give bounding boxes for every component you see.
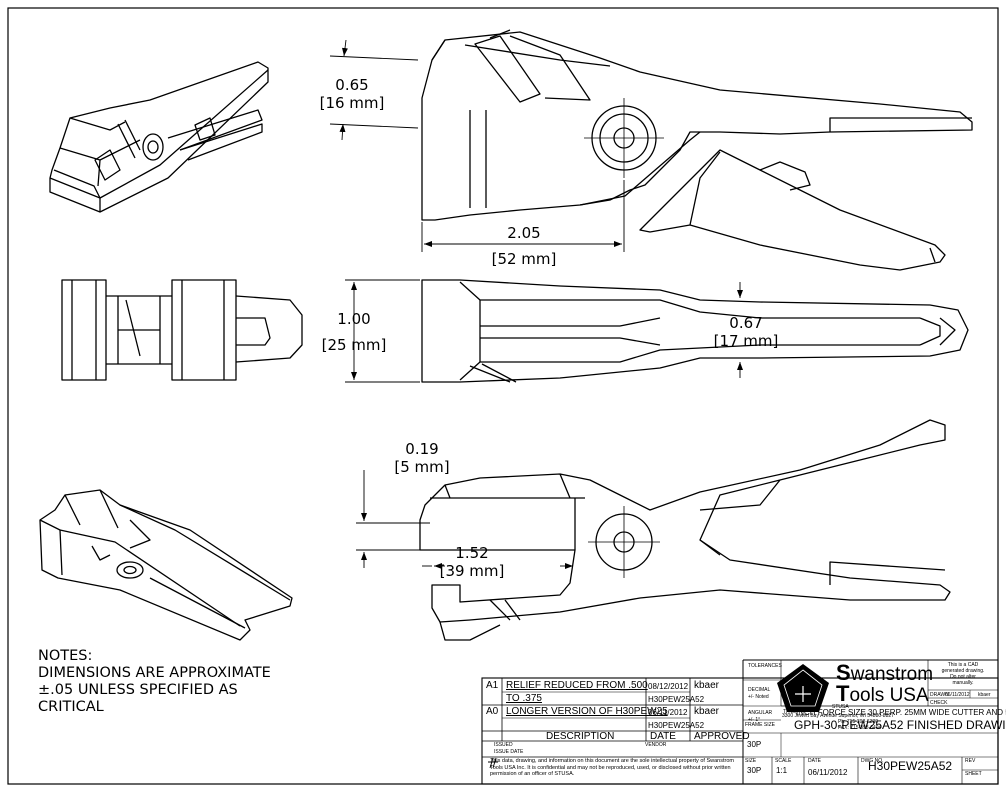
company-address: 3300 Jewett Bay Avenue Superior, WI 5488…: [782, 713, 894, 719]
drawing-title-line2: GPH-30-PEW25A52 FINISHED DRAWING: [794, 718, 1006, 732]
vendor-label: VENDOR: [645, 742, 667, 748]
decimal-label: DECIMAL: [748, 687, 771, 693]
scale-label: SCALE: [775, 758, 792, 764]
decimal-value: +/- Noted: [748, 694, 769, 700]
company-name-line2: Tools USA: [836, 681, 929, 707]
rev-a1-desc: RELIEF REDUCED FROM .500: [506, 680, 648, 691]
drawing-notes: NOTES: DIMENSIONS ARE APPROXIMATE ±.05 U…: [38, 648, 271, 715]
sheet-label: SHEET: [965, 771, 982, 777]
size-label: SIZE: [745, 758, 757, 764]
rev-a0-id: A0: [486, 706, 499, 717]
drawn-date: 06/11/2012: [945, 692, 970, 698]
dwg-no-value: H30PEW25A52: [868, 759, 953, 773]
dim-body-height: 1.00[25 mm]: [321, 310, 387, 354]
frame-size-value: 30P: [747, 740, 762, 749]
dim-blade-offset: 0.19[5 mm]: [394, 440, 450, 476]
drawing-title-line1: INCH FORCE SIZE 30 PERP. 25MM WIDE CUTTE…: [796, 708, 1006, 717]
issue-date-label: ISSUE DATE: [494, 749, 524, 755]
company-fax: FAX: 715-398-6404: [838, 725, 882, 731]
angular-value: +/- 1°: [748, 717, 761, 723]
company-short: STUSA: [832, 704, 849, 710]
date-label: DATE: [808, 758, 821, 764]
front-view-left: [61, 279, 303, 381]
rev-a0-desc: LONGER VERSION OF H30PEW25: [506, 706, 668, 717]
isometric-view-bottom: [39, 489, 293, 641]
dim-blade-height: 0.67[17 mm]: [713, 314, 779, 350]
rev-a1-id: A1: [486, 680, 499, 691]
revision-symbol-icon: [488, 757, 498, 769]
rev-header-approved: APPROVED: [694, 731, 750, 742]
rev-a1-doc: H30PEW25A52: [648, 695, 705, 704]
drawn-by: kbaer: [978, 692, 991, 698]
rev-header-description: DESCRIPTION: [546, 731, 615, 742]
issued-label: ISSUED: [494, 742, 513, 748]
company-phone: Ph: 715-398-6330: [838, 719, 879, 725]
check-label: CHECK: [930, 700, 948, 706]
side-view-top: [421, 29, 973, 271]
rev-a1-approved: kbaer: [694, 680, 720, 691]
title-block-grid: [481, 659, 999, 785]
isometric-view-top: [49, 61, 269, 213]
confidential-notice: This data, drawing, and information on t…: [490, 758, 734, 777]
dim-pivot-to-tip: 2.05[52 mm]: [491, 224, 557, 268]
rev-a0-doc: H30PEW25A52: [648, 721, 705, 730]
dimension-lines: [329, 39, 743, 569]
company-name-line1: Swanstrom: [836, 660, 934, 686]
title-label: TITLE: [783, 709, 797, 715]
rev-a0-approved: kbaer: [694, 706, 720, 717]
angular-label: ANGULAR: [748, 710, 773, 716]
rev-a1-desc-2: TO .375: [506, 693, 542, 704]
dim-jaw-opening: 0.65[16 mm]: [319, 76, 385, 112]
top-view-middle: [421, 279, 969, 383]
rev-label: REV: [965, 758, 976, 764]
scale-value: 1:1: [776, 766, 788, 775]
drawn-label: DRAWN: [930, 692, 949, 698]
rev-a0-date: 06/11/2012: [648, 708, 688, 717]
rev-a1-date: 08/12/2012: [648, 682, 689, 691]
tolerances-label: TOLERANCES: [748, 663, 782, 669]
side-view-bottom: [419, 419, 951, 641]
date-value: 06/11/2012: [808, 768, 848, 777]
frame-size-label: FRAME SIZE: [745, 722, 776, 728]
dim-blade-length: 1.52[39 mm]: [439, 544, 505, 580]
dwg-no-label: DWG NO.: [861, 758, 884, 764]
size-value: 30P: [747, 766, 762, 775]
company-logo-icon: [777, 664, 829, 712]
rev-header-date: DATE: [650, 731, 676, 742]
